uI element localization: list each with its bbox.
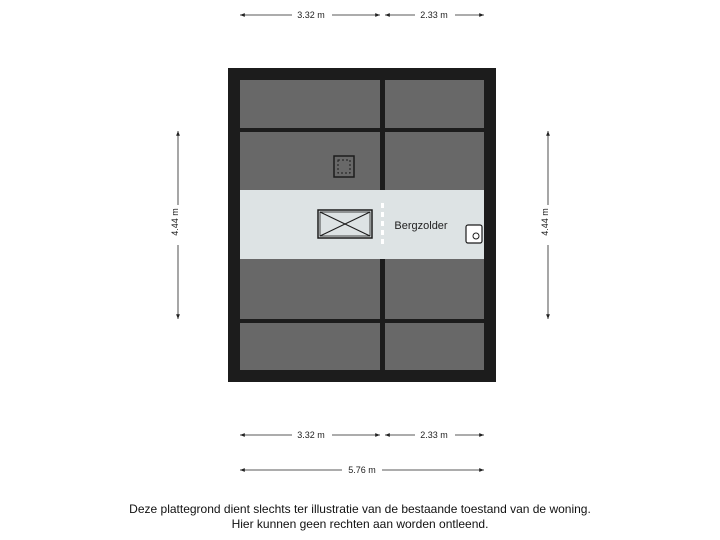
- attic-hatch: [317, 209, 373, 239]
- skylight: [333, 155, 355, 178]
- disclaimer: Deze plattegrond dient slechts ter illus…: [0, 502, 720, 532]
- disclaimer-line-1: Deze plattegrond dient slechts ter illus…: [129, 502, 591, 516]
- room-label: Bergzolder: [394, 220, 448, 232]
- floor-left: [240, 190, 380, 259]
- roof-slope-top-left: [240, 80, 380, 128]
- roof-slope-lower-right: [385, 259, 484, 319]
- dim-label-left-height: 4.44 m: [170, 208, 180, 236]
- dim-label-total-width: 5.76 m: [348, 465, 376, 475]
- attic-hatch-inner: [319, 211, 371, 237]
- dim-label-bottom-right: 2.33 m: [420, 430, 448, 440]
- roof-slope-upper-right: [385, 132, 484, 190]
- hatch-diagonal-2: [319, 211, 371, 237]
- dim-label-top-left: 3.32 m: [297, 10, 325, 20]
- boiler-symbol-dial: [472, 232, 480, 240]
- dim-label-bottom-left: 3.32 m: [297, 430, 325, 440]
- roof-slope-top-right: [385, 80, 484, 128]
- roof-slope-bottom-left: [240, 323, 380, 370]
- skylight-inner: [337, 159, 351, 174]
- roof-slope-upper-left: [240, 132, 380, 190]
- disclaimer-line-2: Hier kunnen geen rechten aan worden ontl…: [231, 517, 489, 531]
- dim-label-top-right: 2.33 m: [420, 10, 448, 20]
- dim-label-right-height: 4.44 m: [540, 208, 550, 236]
- roof-slope-bottom-right: [385, 323, 484, 370]
- roof-slope-lower-left: [240, 259, 380, 319]
